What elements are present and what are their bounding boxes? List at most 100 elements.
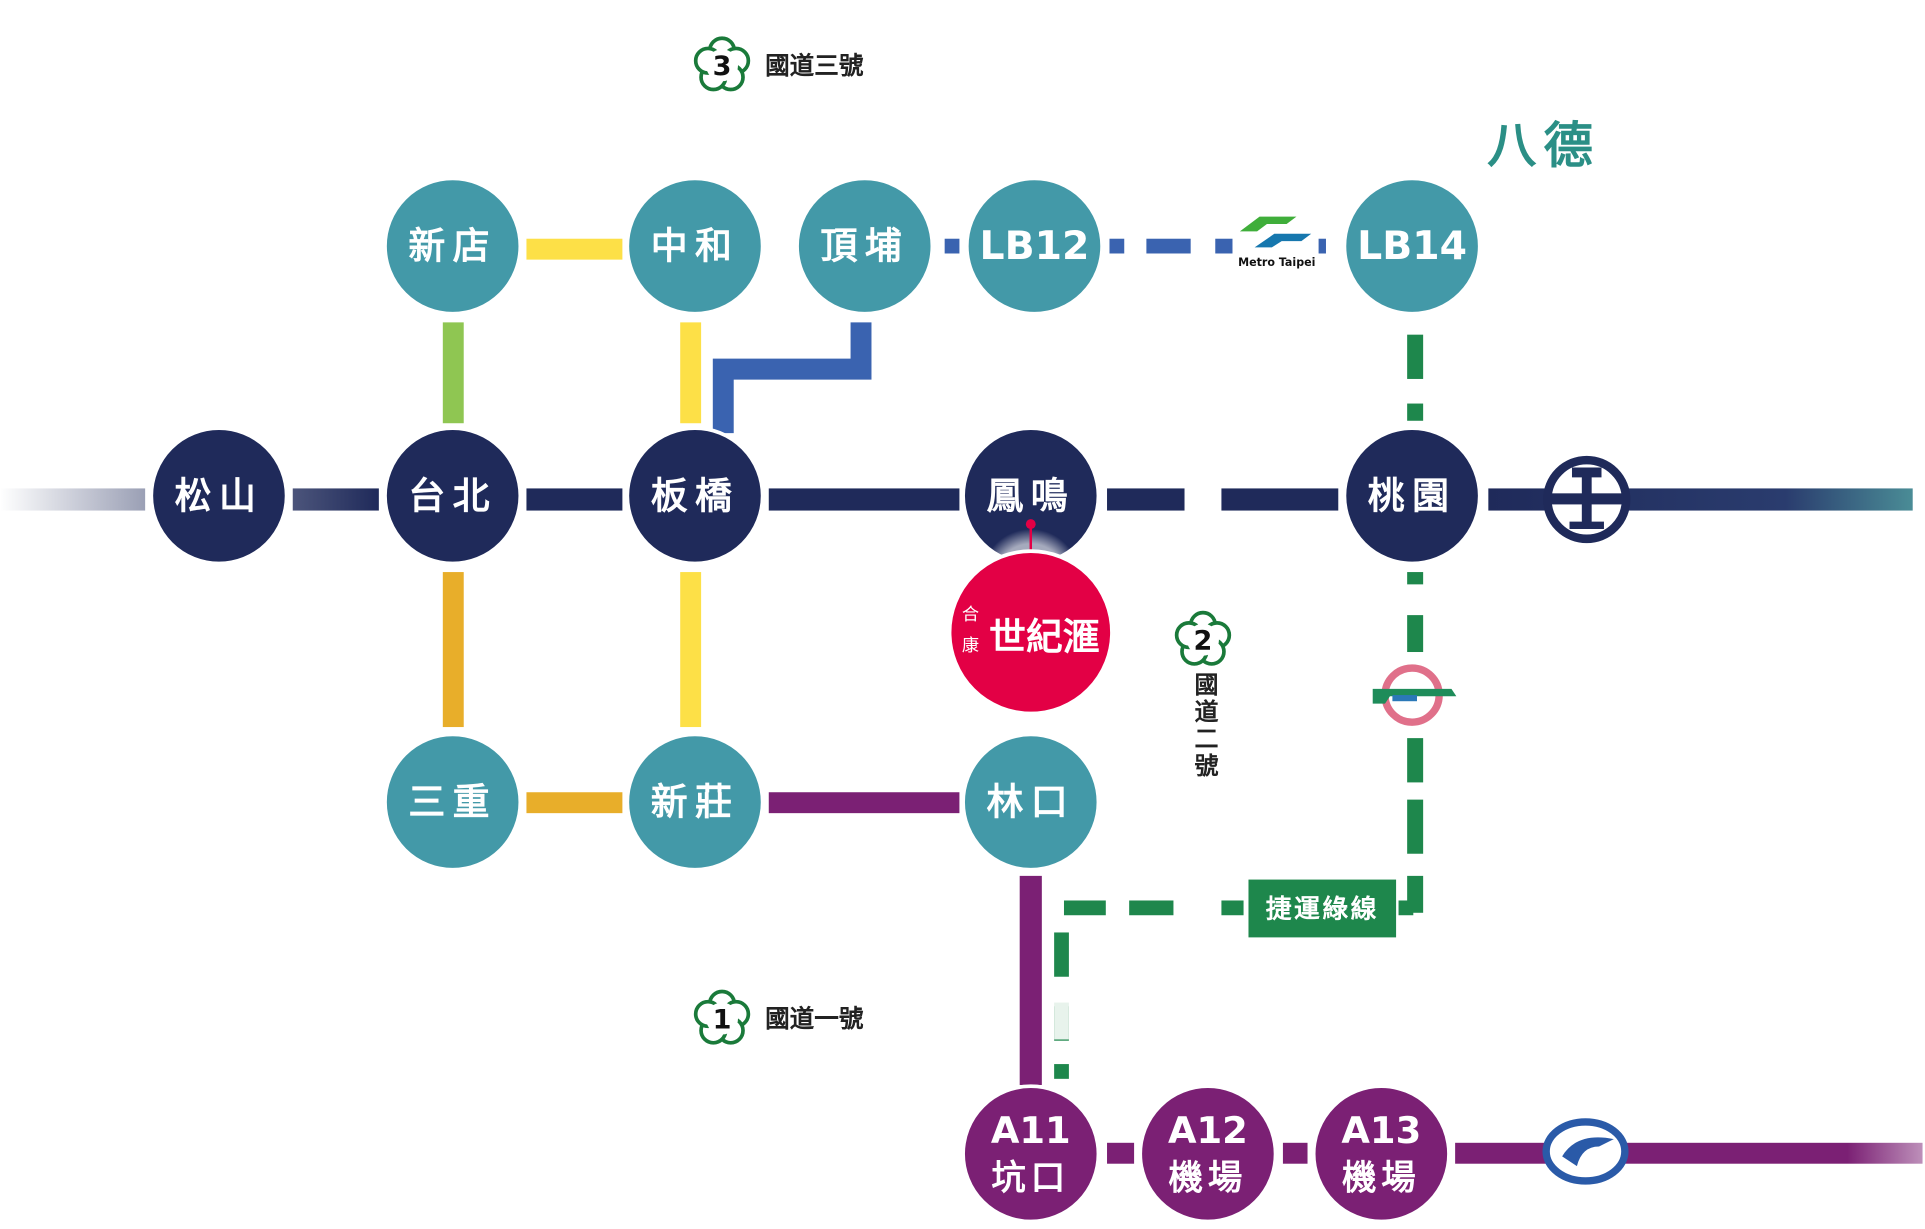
thsr-logo	[1372, 664, 1457, 726]
navy-line-segment	[526, 488, 623, 511]
thsr-logo-stripe	[1392, 695, 1417, 702]
green-dashed-line	[1398, 900, 1414, 916]
highway-number: 2	[1194, 626, 1213, 657]
highway-number: 1	[713, 1004, 732, 1035]
green-dashed-line	[1407, 738, 1424, 783]
station-linkou: 林口	[961, 732, 1101, 872]
station-fengming: 鳳鳴	[961, 426, 1101, 566]
station-circle	[964, 176, 1104, 316]
tra-railway-logo	[1543, 455, 1631, 544]
highway-1-shield: 1	[693, 989, 751, 1045]
airport-line-label-box	[1248, 879, 1397, 938]
light-green-line-segment	[442, 322, 464, 424]
station-zhonghe: 中和	[625, 176, 765, 316]
station-label: LB14	[1357, 223, 1467, 269]
station-label: 林口	[986, 781, 1075, 824]
project-name: 世紀滙	[989, 615, 1100, 659]
highway-shield-icon	[1186, 623, 1219, 656]
navy-line-segment	[292, 488, 379, 511]
station-circle	[961, 732, 1101, 872]
station-label: A12	[1168, 1109, 1248, 1152]
yellow-line-segment	[680, 572, 702, 728]
navy-line-segment	[1107, 488, 1185, 511]
station-circle	[383, 176, 523, 316]
navy-line-segment	[768, 488, 960, 511]
orange-line-segment	[526, 792, 623, 814]
station-a13: A13 機場	[1311, 1084, 1451, 1224]
station-sanchong: 三重	[383, 732, 523, 872]
blue-dashed-line	[1146, 238, 1191, 254]
blue-dashed-line	[1215, 238, 1233, 254]
airport-line-label: 捷運綠線	[1266, 894, 1379, 925]
station-taipei: 台北	[383, 426, 523, 566]
station-xinzhuang: 新莊	[625, 732, 765, 872]
project-pin-dot	[1025, 519, 1036, 530]
station-label: 桃園	[1368, 474, 1457, 517]
station-label: 板橋	[651, 474, 740, 517]
green-dashed-line	[1221, 900, 1244, 916]
station-circle	[795, 176, 935, 316]
tra-logo-rail	[1569, 467, 1604, 530]
blue-dashed-line	[1109, 238, 1125, 254]
station-label: A11	[991, 1109, 1071, 1152]
purple-line-segment	[1455, 1142, 1548, 1164]
station-label: 鳳鳴	[986, 474, 1075, 517]
metro-taipei-logo-green	[1239, 216, 1297, 232]
station-circle	[383, 426, 523, 566]
project-brand-small: 合	[962, 605, 979, 625]
blue-line-segment	[712, 322, 872, 434]
station-sublabel: 坑口	[991, 1158, 1070, 1198]
station-circle	[625, 732, 765, 872]
highway-1-label: 國道一號	[765, 1004, 864, 1033]
station-circle	[149, 426, 289, 566]
station-circle	[1138, 1084, 1278, 1224]
orange-line-segment	[442, 572, 464, 728]
purple-line-segment	[1107, 1142, 1135, 1164]
project-marker	[947, 549, 1114, 716]
station-label: 三重	[408, 781, 497, 824]
station-sublabel: 機場	[1169, 1158, 1248, 1198]
station-a12: A12 機場	[1138, 1084, 1278, 1224]
station-circle	[625, 426, 765, 566]
station-label: LB12	[980, 223, 1090, 269]
green-dashed-line	[1407, 572, 1424, 585]
station-sublabel: 機場	[1342, 1158, 1421, 1198]
station-label: 台北	[408, 474, 497, 517]
highway-shield-icon	[706, 49, 739, 82]
station-circle	[1311, 1084, 1451, 1224]
green-dashed-line	[1407, 799, 1424, 854]
station-taoyuan: 桃園	[1342, 426, 1482, 566]
station-label: 新莊	[651, 781, 740, 824]
blue-dashed-line	[944, 238, 960, 254]
highway-shield-icon	[706, 1002, 739, 1035]
station-label: A13	[1341, 1109, 1421, 1152]
station-label: 新店	[408, 225, 497, 268]
rail-lines	[0, 238, 1923, 1164]
taoyuan-metro-logo	[1542, 1118, 1629, 1185]
taoyuan-logo-mark	[1562, 1137, 1614, 1167]
station-circle	[1342, 426, 1482, 566]
green-dashed-line-faded	[1054, 1002, 1069, 1040]
station-banqiao: 板橋	[625, 426, 765, 566]
yellow-line-segment	[680, 322, 702, 424]
station-dingpu: 頂埔	[795, 176, 935, 316]
highway-3-shield: 3	[693, 36, 751, 92]
green-dashed-line	[1054, 1064, 1069, 1079]
station-circle	[1342, 176, 1482, 316]
blue-dashed-line	[1318, 238, 1326, 254]
highway-2-shield: 2	[1174, 610, 1232, 666]
station-label: 中和	[651, 225, 740, 268]
metro-taipei-logo: Metro Taipei	[1238, 216, 1315, 269]
yellow-line-segment	[526, 238, 623, 260]
highway-3-label: 國道三號	[765, 51, 864, 80]
green-dashed-line	[1407, 615, 1424, 653]
station-lb14: LB14	[1342, 176, 1482, 316]
station-circle	[625, 176, 765, 316]
green-dashed-line	[1054, 932, 1069, 977]
purple-line-segment	[1282, 1142, 1308, 1164]
green-dashed-line	[1407, 403, 1424, 421]
taoyuan-logo-ring	[1542, 1118, 1629, 1185]
